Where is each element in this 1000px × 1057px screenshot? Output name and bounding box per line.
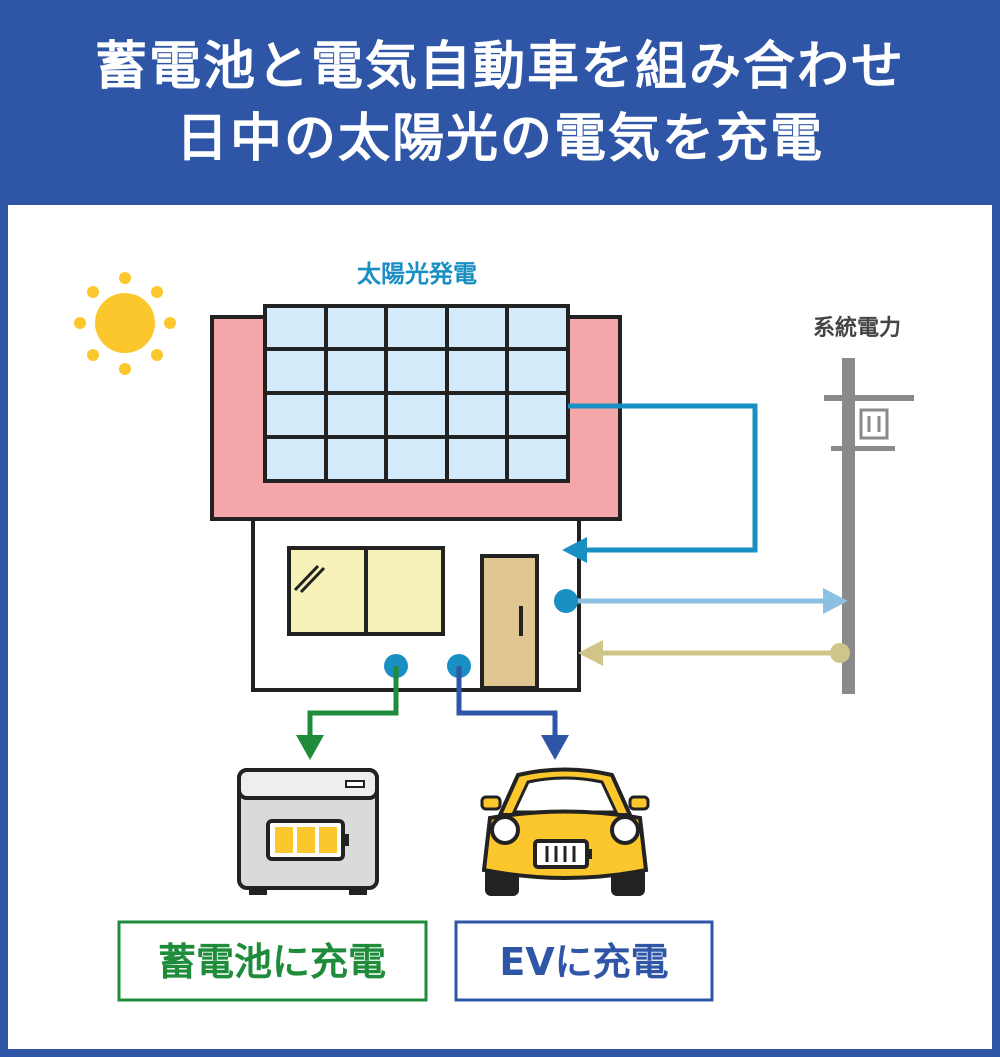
battery-caption: 蓄電池に充電: [158, 940, 386, 984]
header-title-line-1: 蓄電池と電気自動車を組み合わせ: [94, 36, 905, 97]
solar-panel: [263, 304, 570, 483]
house-to-ev-flow: [447, 654, 569, 760]
grid-to-house-flow: [578, 640, 850, 666]
solar-generation-label: 太陽光発電: [357, 260, 477, 288]
header-banner: 蓄電池と電気自動車を組み合わせ 日中の太陽光の電気を充電: [0, 0, 1000, 205]
electric-car-icon: [480, 767, 650, 896]
house-door: [480, 554, 539, 690]
ev-caption-box: EVに充電: [454, 920, 714, 1002]
sun-icon: [74, 272, 176, 375]
battery-caption-box: 蓄電池に充電: [117, 920, 428, 1002]
home-battery-icon: [237, 768, 379, 895]
grid-power-label: 系統電力: [813, 315, 901, 341]
utility-pole: [824, 358, 914, 694]
ev-caption: EVに充電: [499, 940, 668, 984]
header-title-line-2: 日中の太陽光の電気を充電: [175, 108, 824, 169]
house-to-battery-flow: [296, 654, 408, 760]
solar-to-house-flow: [562, 403, 758, 563]
house-window: [287, 546, 445, 636]
house-to-grid-flow: [554, 588, 848, 614]
